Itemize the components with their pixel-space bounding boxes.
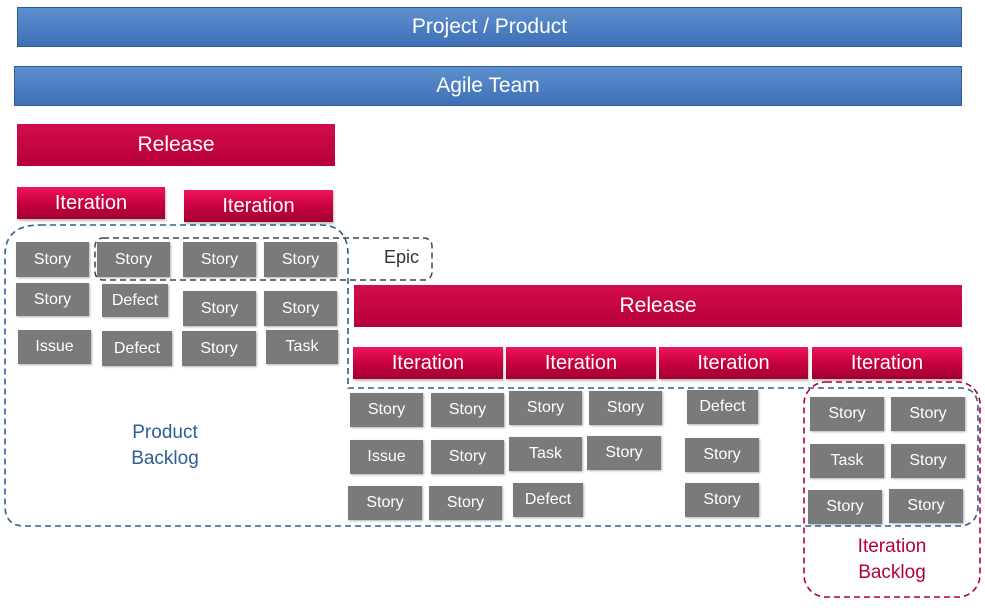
agile-team-bar: Agile Team: [14, 66, 962, 106]
release-1-bar: Release: [17, 124, 335, 166]
card-story[interactable]: Story: [182, 331, 256, 366]
card-story[interactable]: Story: [429, 486, 502, 520]
card-story[interactable]: Story: [509, 391, 582, 425]
iteration-1-1: Iteration: [17, 187, 165, 219]
card-story[interactable]: Story: [685, 483, 759, 517]
iteration-backlog-label: Iteration Backlog: [837, 534, 947, 586]
card-story[interactable]: Story: [97, 242, 170, 277]
card-issue[interactable]: Issue: [18, 330, 91, 364]
card-defect[interactable]: Defect: [102, 284, 168, 317]
card-story[interactable]: Story: [889, 489, 963, 523]
card-story[interactable]: Story: [891, 397, 965, 431]
iteration-backlog-line2: Backlog: [858, 562, 926, 583]
card-defect[interactable]: Defect: [687, 390, 758, 424]
iteration-2-1: Iteration: [353, 347, 503, 379]
iteration-1-2: Iteration: [184, 190, 333, 222]
card-story[interactable]: Story: [685, 438, 759, 472]
card-story[interactable]: Story: [16, 283, 89, 316]
card-story[interactable]: Story: [431, 393, 504, 427]
epic-label: Epic: [384, 247, 420, 267]
iteration-2-4: Iteration: [812, 347, 962, 379]
iteration-backlog-line1: Iteration: [857, 536, 927, 557]
product-backlog-line2: Backlog: [131, 448, 199, 469]
card-story[interactable]: Story: [808, 490, 882, 524]
project-product-bar: Project / Product: [17, 7, 962, 47]
card-story[interactable]: Story: [589, 391, 662, 425]
product-backlog-label: Product Backlog: [115, 420, 215, 472]
card-task[interactable]: Task: [266, 330, 338, 364]
card-story[interactable]: Story: [264, 291, 337, 326]
card-task[interactable]: Task: [509, 437, 582, 471]
card-story[interactable]: Story: [431, 440, 504, 474]
iteration-2-3: Iteration: [659, 347, 808, 379]
card-story[interactable]: Story: [891, 444, 965, 478]
iteration-2-2: Iteration: [506, 347, 656, 379]
card-story[interactable]: Story: [350, 393, 423, 427]
card-story[interactable]: Story: [810, 397, 884, 431]
release-2-bar: Release: [354, 285, 962, 327]
card-defect[interactable]: Defect: [513, 483, 583, 517]
card-issue[interactable]: Issue: [350, 440, 423, 474]
product-backlog-line1: Product: [132, 422, 198, 443]
card-story[interactable]: Story: [348, 486, 422, 520]
card-story[interactable]: Story: [587, 436, 661, 470]
card-story[interactable]: Story: [183, 291, 256, 326]
card-defect[interactable]: Defect: [102, 331, 172, 366]
card-story[interactable]: Story: [264, 242, 337, 277]
card-story[interactable]: Story: [183, 242, 256, 277]
card-story[interactable]: Story: [16, 242, 89, 277]
card-task[interactable]: Task: [810, 444, 884, 478]
